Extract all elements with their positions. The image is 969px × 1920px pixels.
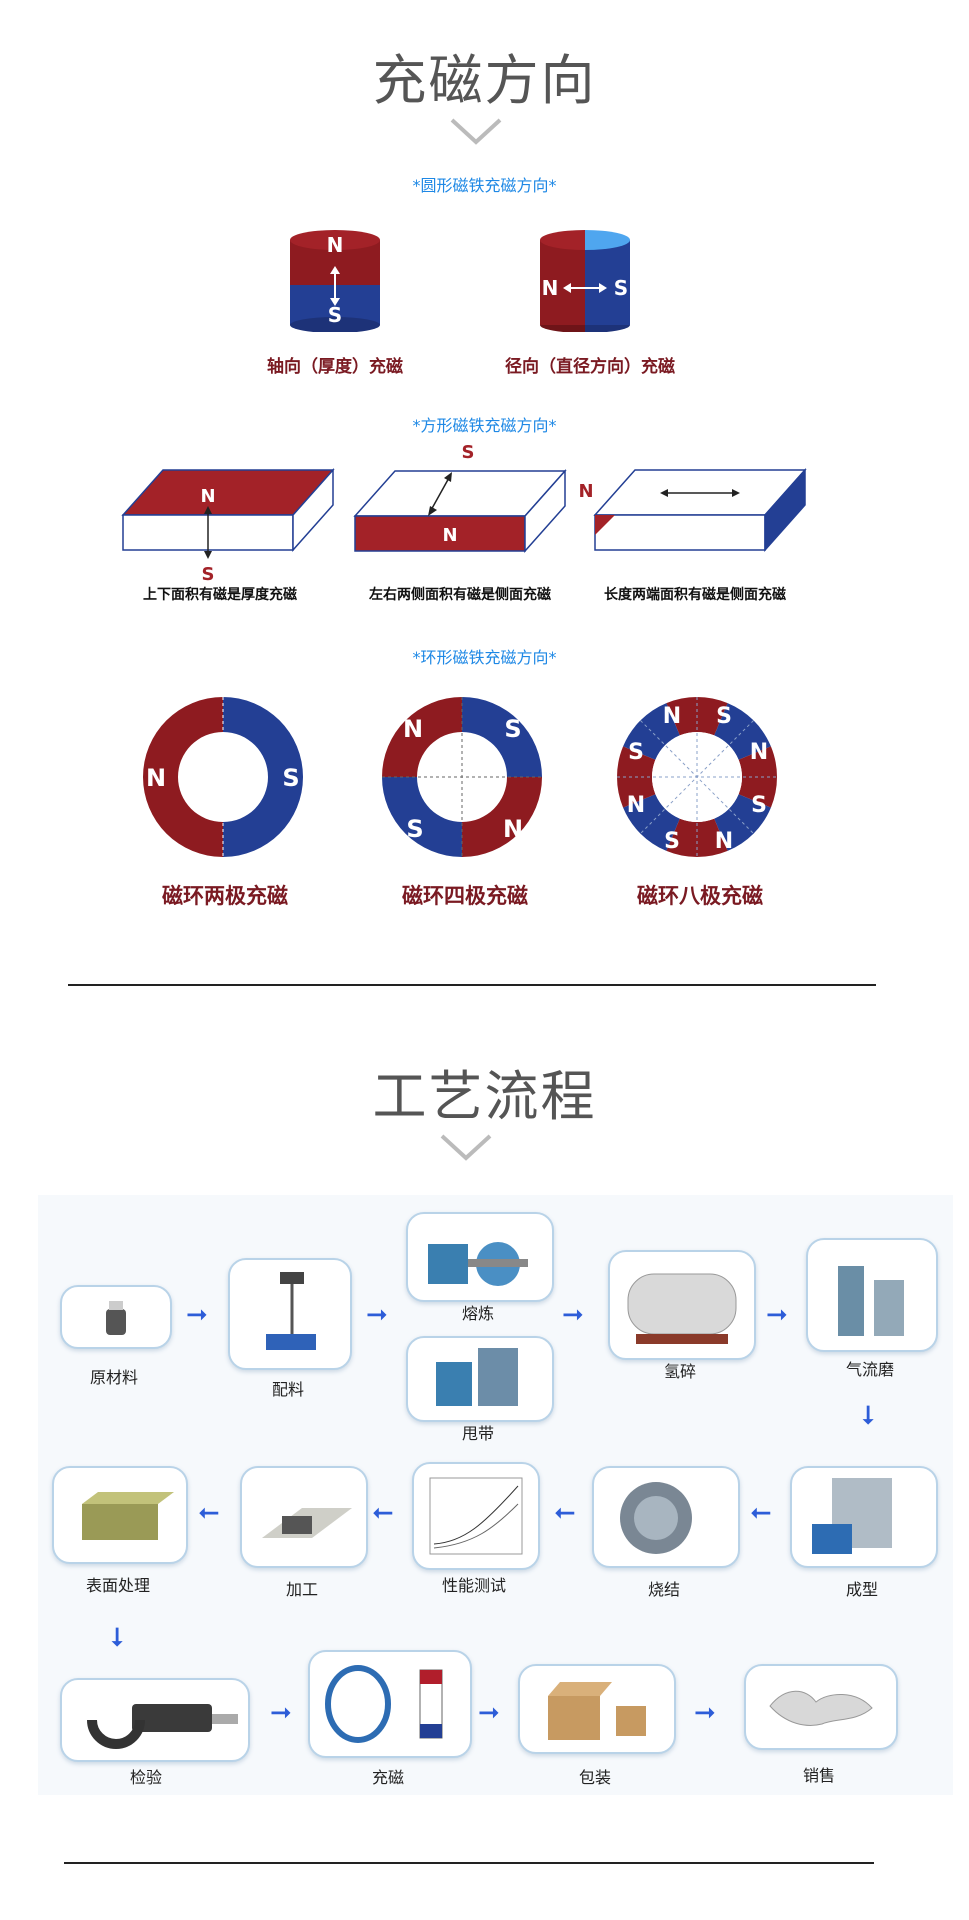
block2-pole-n: N bbox=[442, 525, 457, 546]
step-performance-test-image bbox=[412, 1462, 540, 1570]
arrow-right-icon: ➞ bbox=[766, 1300, 788, 1330]
block1-pole-n: N bbox=[200, 486, 215, 507]
radial-cylinder-diagram: N S bbox=[540, 230, 630, 332]
ring3-pole-7: N bbox=[627, 793, 645, 818]
ring2-pole-2: S bbox=[504, 715, 521, 743]
ring-two-pole-diagram: N S bbox=[143, 697, 303, 857]
step-raw-material-label: 原材料 bbox=[89, 1368, 138, 1387]
step-batching-label: 配料 bbox=[271, 1380, 304, 1399]
arrow-left-icon: ➞ bbox=[750, 1498, 772, 1528]
ring2-pole-3: S bbox=[406, 815, 423, 843]
ring2-caption: 磁环四极充磁 bbox=[402, 884, 528, 908]
step-jetmill-label: 气流磨 bbox=[845, 1360, 894, 1379]
step-inspection-label: 检验 bbox=[129, 1768, 162, 1787]
arrow-right-icon: ➞ bbox=[694, 1698, 716, 1728]
step-packaging-label: 包装 bbox=[578, 1768, 611, 1787]
block1-pole-s: S bbox=[202, 564, 215, 585]
step-strip-casting-image bbox=[406, 1336, 554, 1422]
arrow-right-icon: ➞ bbox=[270, 1698, 292, 1728]
step-jetmill-image bbox=[806, 1238, 938, 1352]
chevron-down-icon bbox=[440, 1134, 492, 1161]
chevron-down-icon bbox=[450, 118, 502, 145]
block1-caption: 上下面积有磁是厚度充磁 bbox=[143, 587, 297, 603]
arrow-right-icon: ➞ bbox=[478, 1698, 500, 1728]
arrow-right-icon: ➞ bbox=[186, 1300, 208, 1330]
section-divider bbox=[68, 984, 876, 986]
step-raw-material-image bbox=[60, 1285, 172, 1349]
arrow-right-icon: ➞ bbox=[562, 1300, 584, 1330]
axial-cylinder-diagram: N S bbox=[290, 230, 380, 332]
square-magnet-heading: *方形磁铁充磁方向* bbox=[412, 416, 557, 435]
axial-pole-s: S bbox=[328, 303, 342, 327]
ring-magnet-heading: *环形磁铁充磁方向* bbox=[412, 648, 557, 667]
ring-eight-pole-diagram: N S N S N S N S bbox=[617, 697, 777, 857]
step-batching-image bbox=[228, 1258, 352, 1370]
block3-caption: 长度两端面积有磁是侧面充磁 bbox=[604, 587, 786, 603]
ring3-pole-6: S bbox=[664, 829, 680, 854]
side-block-diagram: S N bbox=[353, 442, 567, 553]
block2-caption: 左右两侧面积有磁是侧面充磁 bbox=[369, 587, 551, 603]
step-packaging-image bbox=[518, 1664, 676, 1754]
length-block-diagram: N bbox=[580, 468, 807, 552]
round-magnet-heading: *圆形磁铁充磁方向* bbox=[412, 176, 557, 195]
section-divider bbox=[64, 1862, 874, 1864]
arrow-left-icon: ➞ bbox=[372, 1498, 394, 1528]
step-hydrogen-image bbox=[608, 1250, 756, 1360]
ring1-pole-n: N bbox=[146, 764, 166, 792]
ring2-pole-1: N bbox=[403, 715, 423, 743]
step-sales-label: 销售 bbox=[802, 1766, 835, 1785]
radial-pole-n: N bbox=[542, 276, 559, 300]
step-sales-image bbox=[744, 1664, 898, 1750]
step-forming-label: 成型 bbox=[845, 1580, 878, 1599]
ring2-pole-4: N bbox=[503, 815, 523, 843]
step-surface-treatment-image bbox=[52, 1466, 188, 1564]
ring3-pole-4: S bbox=[751, 793, 767, 818]
ring3-pole-1: N bbox=[663, 704, 681, 729]
arrow-down-icon: ➞ bbox=[852, 1404, 883, 1426]
ring3-pole-2: S bbox=[716, 704, 732, 729]
arrow-right-icon: ➞ bbox=[366, 1300, 388, 1330]
block2-pole-s: S bbox=[462, 442, 475, 463]
step-surface-treatment-label: 表面处理 bbox=[85, 1576, 150, 1595]
step-performance-test-label: 性能测试 bbox=[441, 1576, 506, 1595]
ring3-pole-3: N bbox=[750, 740, 768, 765]
ring3-pole-5: N bbox=[715, 829, 733, 854]
ring3-pole-8: S bbox=[628, 740, 644, 765]
arrow-left-icon: ➞ bbox=[198, 1498, 220, 1528]
section-title-process: 工艺流程 bbox=[372, 1065, 597, 1128]
thickness-block-diagram: N S bbox=[121, 468, 335, 585]
ring1-pole-s: S bbox=[282, 764, 299, 792]
step-sintering-label: 烧结 bbox=[647, 1580, 680, 1599]
step-magnetizing-image bbox=[308, 1650, 472, 1758]
step-strip-casting-label: 甩带 bbox=[461, 1424, 494, 1443]
radial-caption: 径向（直径方向）充磁 bbox=[505, 357, 675, 377]
step-magnetizing-label: 充磁 bbox=[371, 1768, 404, 1787]
ring3-caption: 磁环八极充磁 bbox=[637, 884, 763, 908]
arrow-left-icon: ➞ bbox=[554, 1498, 576, 1528]
axial-caption: 轴向（厚度）充磁 bbox=[267, 357, 403, 377]
step-machining-label: 加工 bbox=[285, 1580, 318, 1599]
step-hydrogen-label: 氢碎 bbox=[663, 1362, 696, 1381]
ring1-caption: 磁环两极充磁 bbox=[162, 884, 288, 908]
radial-pole-s: S bbox=[614, 276, 628, 300]
step-smelting-label: 熔炼 bbox=[461, 1304, 494, 1323]
ring-segment bbox=[714, 703, 771, 760]
step-forming-image bbox=[790, 1466, 938, 1568]
arrow-down-icon: ➞ bbox=[101, 1626, 132, 1648]
axial-pole-n: N bbox=[327, 233, 344, 257]
section-title-magnetization: 充磁方向 bbox=[372, 49, 597, 112]
step-sintering-image bbox=[592, 1466, 740, 1568]
step-inspection-image bbox=[60, 1678, 250, 1762]
block3-pole-n: N bbox=[580, 481, 594, 502]
step-machining-image bbox=[240, 1466, 368, 1568]
ring-segment bbox=[623, 703, 680, 760]
ring-divider-line bbox=[640, 720, 754, 834]
step-smelting-image bbox=[406, 1212, 554, 1302]
ring-four-pole-diagram: N S S N bbox=[382, 697, 542, 857]
